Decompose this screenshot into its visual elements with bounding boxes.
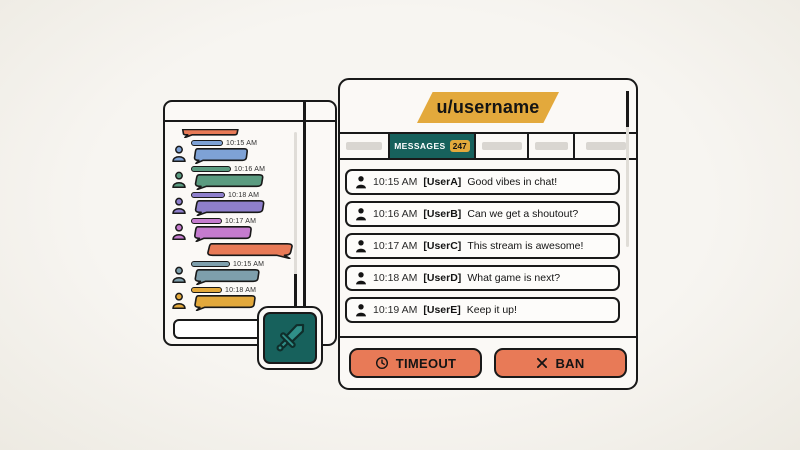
message-username: [UserE]	[423, 304, 461, 316]
panel-header: u/username	[340, 80, 636, 132]
clock-icon	[375, 356, 388, 370]
bubble-timestamp: 10:15 AM	[226, 139, 258, 147]
message-text: This stream is awesome!	[467, 240, 584, 252]
message-username: [UserC]	[423, 240, 462, 252]
speech-bubble	[191, 226, 253, 242]
username-banner: u/username	[417, 92, 559, 123]
user-avatar-icon	[172, 292, 186, 309]
timeout-button[interactable]: TIMEOUT	[349, 348, 482, 378]
moderation-panel: u/username MESSAGES 247 10:15 AM	[338, 78, 638, 390]
chat-bubble-row: 10:17 AM	[171, 217, 303, 242]
username-pill	[191, 261, 230, 267]
tab-bar: MESSAGES 247	[340, 132, 636, 160]
action-bar: TIMEOUT BAN	[340, 336, 636, 388]
person-icon	[356, 176, 366, 189]
timeout-button-label: TIMEOUT	[395, 355, 457, 371]
username-title: u/username	[436, 97, 540, 117]
user-avatar-icon	[172, 197, 186, 214]
username-pill	[191, 287, 222, 293]
bubble-meta: 10:15 AM	[191, 139, 303, 147]
message-time: 10:17 AM	[373, 240, 418, 252]
message-username: [UserB]	[423, 208, 462, 220]
bubble-timestamp: 10:18 AM	[228, 191, 260, 199]
tab-placeholder-pill	[481, 142, 522, 150]
chat-bubble-row: 10:15 AM	[171, 260, 303, 285]
speech-bubble	[191, 269, 261, 285]
speech-bubble-clipped	[179, 129, 241, 138]
message-list: 10:15 AM [UserA] Good vibes in chat! 10:…	[340, 160, 636, 336]
tab-messages-label: MESSAGES	[394, 141, 446, 151]
message-time: 10:15 AM	[373, 176, 418, 188]
message-time: 10:19 AM	[373, 304, 418, 316]
user-avatar-icon	[172, 145, 186, 162]
tab-placeholder-3[interactable]	[527, 134, 573, 158]
tab-messages[interactable]: MESSAGES 247	[388, 134, 474, 158]
message-text: Can we get a shoutout?	[467, 208, 579, 220]
tab-placeholder-1[interactable]	[340, 134, 388, 158]
username-pill	[191, 140, 223, 146]
chat-bubble-row: 10:18 AM	[171, 286, 303, 311]
chat-bubble-row: 10:18 AM	[171, 191, 303, 216]
speech-bubble	[191, 295, 257, 311]
bubble-meta: 10:15 AM	[191, 260, 303, 268]
tab-placeholder-2[interactable]	[474, 134, 527, 158]
person-icon	[356, 272, 366, 285]
message-row[interactable]: 10:17 AM [UserC] This stream is awesome!	[345, 233, 620, 259]
username-pill	[191, 218, 222, 224]
speech-bubble	[191, 174, 265, 190]
chat-window-titlebar	[165, 102, 335, 122]
bubble-meta: 10:18 AM	[191, 286, 303, 294]
message-row[interactable]: 10:19 AM [UserE] Keep it up!	[345, 297, 620, 323]
tab-placeholder-pill	[585, 142, 626, 150]
mod-sword-badge-inner	[263, 312, 317, 364]
message-username: [UserA]	[423, 176, 462, 188]
message-time: 10:16 AM	[373, 208, 418, 220]
tab-placeholder-pill	[534, 142, 568, 150]
bubble-meta: 10:17 AM	[191, 217, 303, 225]
message-text: Good vibes in chat!	[467, 176, 558, 188]
speech-bubble	[191, 148, 249, 164]
person-icon	[356, 208, 366, 221]
chat-message-area: 10:15 AM	[165, 125, 303, 344]
message-time: 10:18 AM	[373, 272, 418, 284]
speech-bubble-outgoing	[201, 243, 298, 259]
sword-icon	[276, 323, 305, 352]
ban-button-label: BAN	[555, 355, 585, 371]
bubble-meta: 10:16 AM	[191, 165, 303, 173]
chat-bubble-row	[171, 243, 303, 259]
username-pill	[191, 192, 225, 198]
mod-sword-badge	[257, 306, 323, 370]
message-row[interactable]: 10:16 AM [UserB] Can we get a shoutout?	[345, 201, 620, 227]
user-avatar-icon	[172, 171, 186, 188]
person-icon	[356, 240, 366, 253]
chat-bubble-row: 10:16 AM	[171, 165, 303, 190]
user-avatar-icon	[172, 266, 186, 283]
bubble-timestamp: 10:18 AM	[225, 286, 257, 294]
message-username: [UserD]	[423, 272, 462, 284]
bubble-timestamp: 10:16 AM	[234, 165, 266, 173]
bubble-timestamp: 10:17 AM	[225, 217, 257, 225]
username-pill	[191, 166, 231, 172]
panel-scrollbar-track	[625, 91, 629, 247]
bubble-timestamp: 10:15 AM	[233, 260, 265, 268]
message-row[interactable]: 10:18 AM [UserD] What game is next?	[345, 265, 620, 291]
chat-scrollbar-thumb[interactable]	[294, 274, 297, 306]
ban-button[interactable]: BAN	[494, 348, 627, 378]
chat-bubble-row	[171, 129, 303, 138]
bubble-meta: 10:18 AM	[191, 191, 303, 199]
message-text: What game is next?	[467, 272, 561, 284]
tab-placeholder-pill	[346, 142, 382, 150]
chat-bubble-row: 10:15 AM	[171, 139, 303, 164]
user-avatar-icon	[172, 223, 186, 240]
person-icon	[356, 304, 366, 317]
chat-window-divider	[303, 102, 306, 344]
message-text: Keep it up!	[466, 304, 517, 316]
panel-scrollbar-thumb[interactable]	[625, 91, 629, 127]
chat-scrollbar-track	[294, 132, 297, 316]
speech-bubble	[191, 200, 266, 216]
x-icon	[537, 357, 548, 369]
messages-count-badge: 247	[449, 140, 470, 152]
message-row[interactable]: 10:15 AM [UserA] Good vibes in chat!	[345, 169, 620, 195]
